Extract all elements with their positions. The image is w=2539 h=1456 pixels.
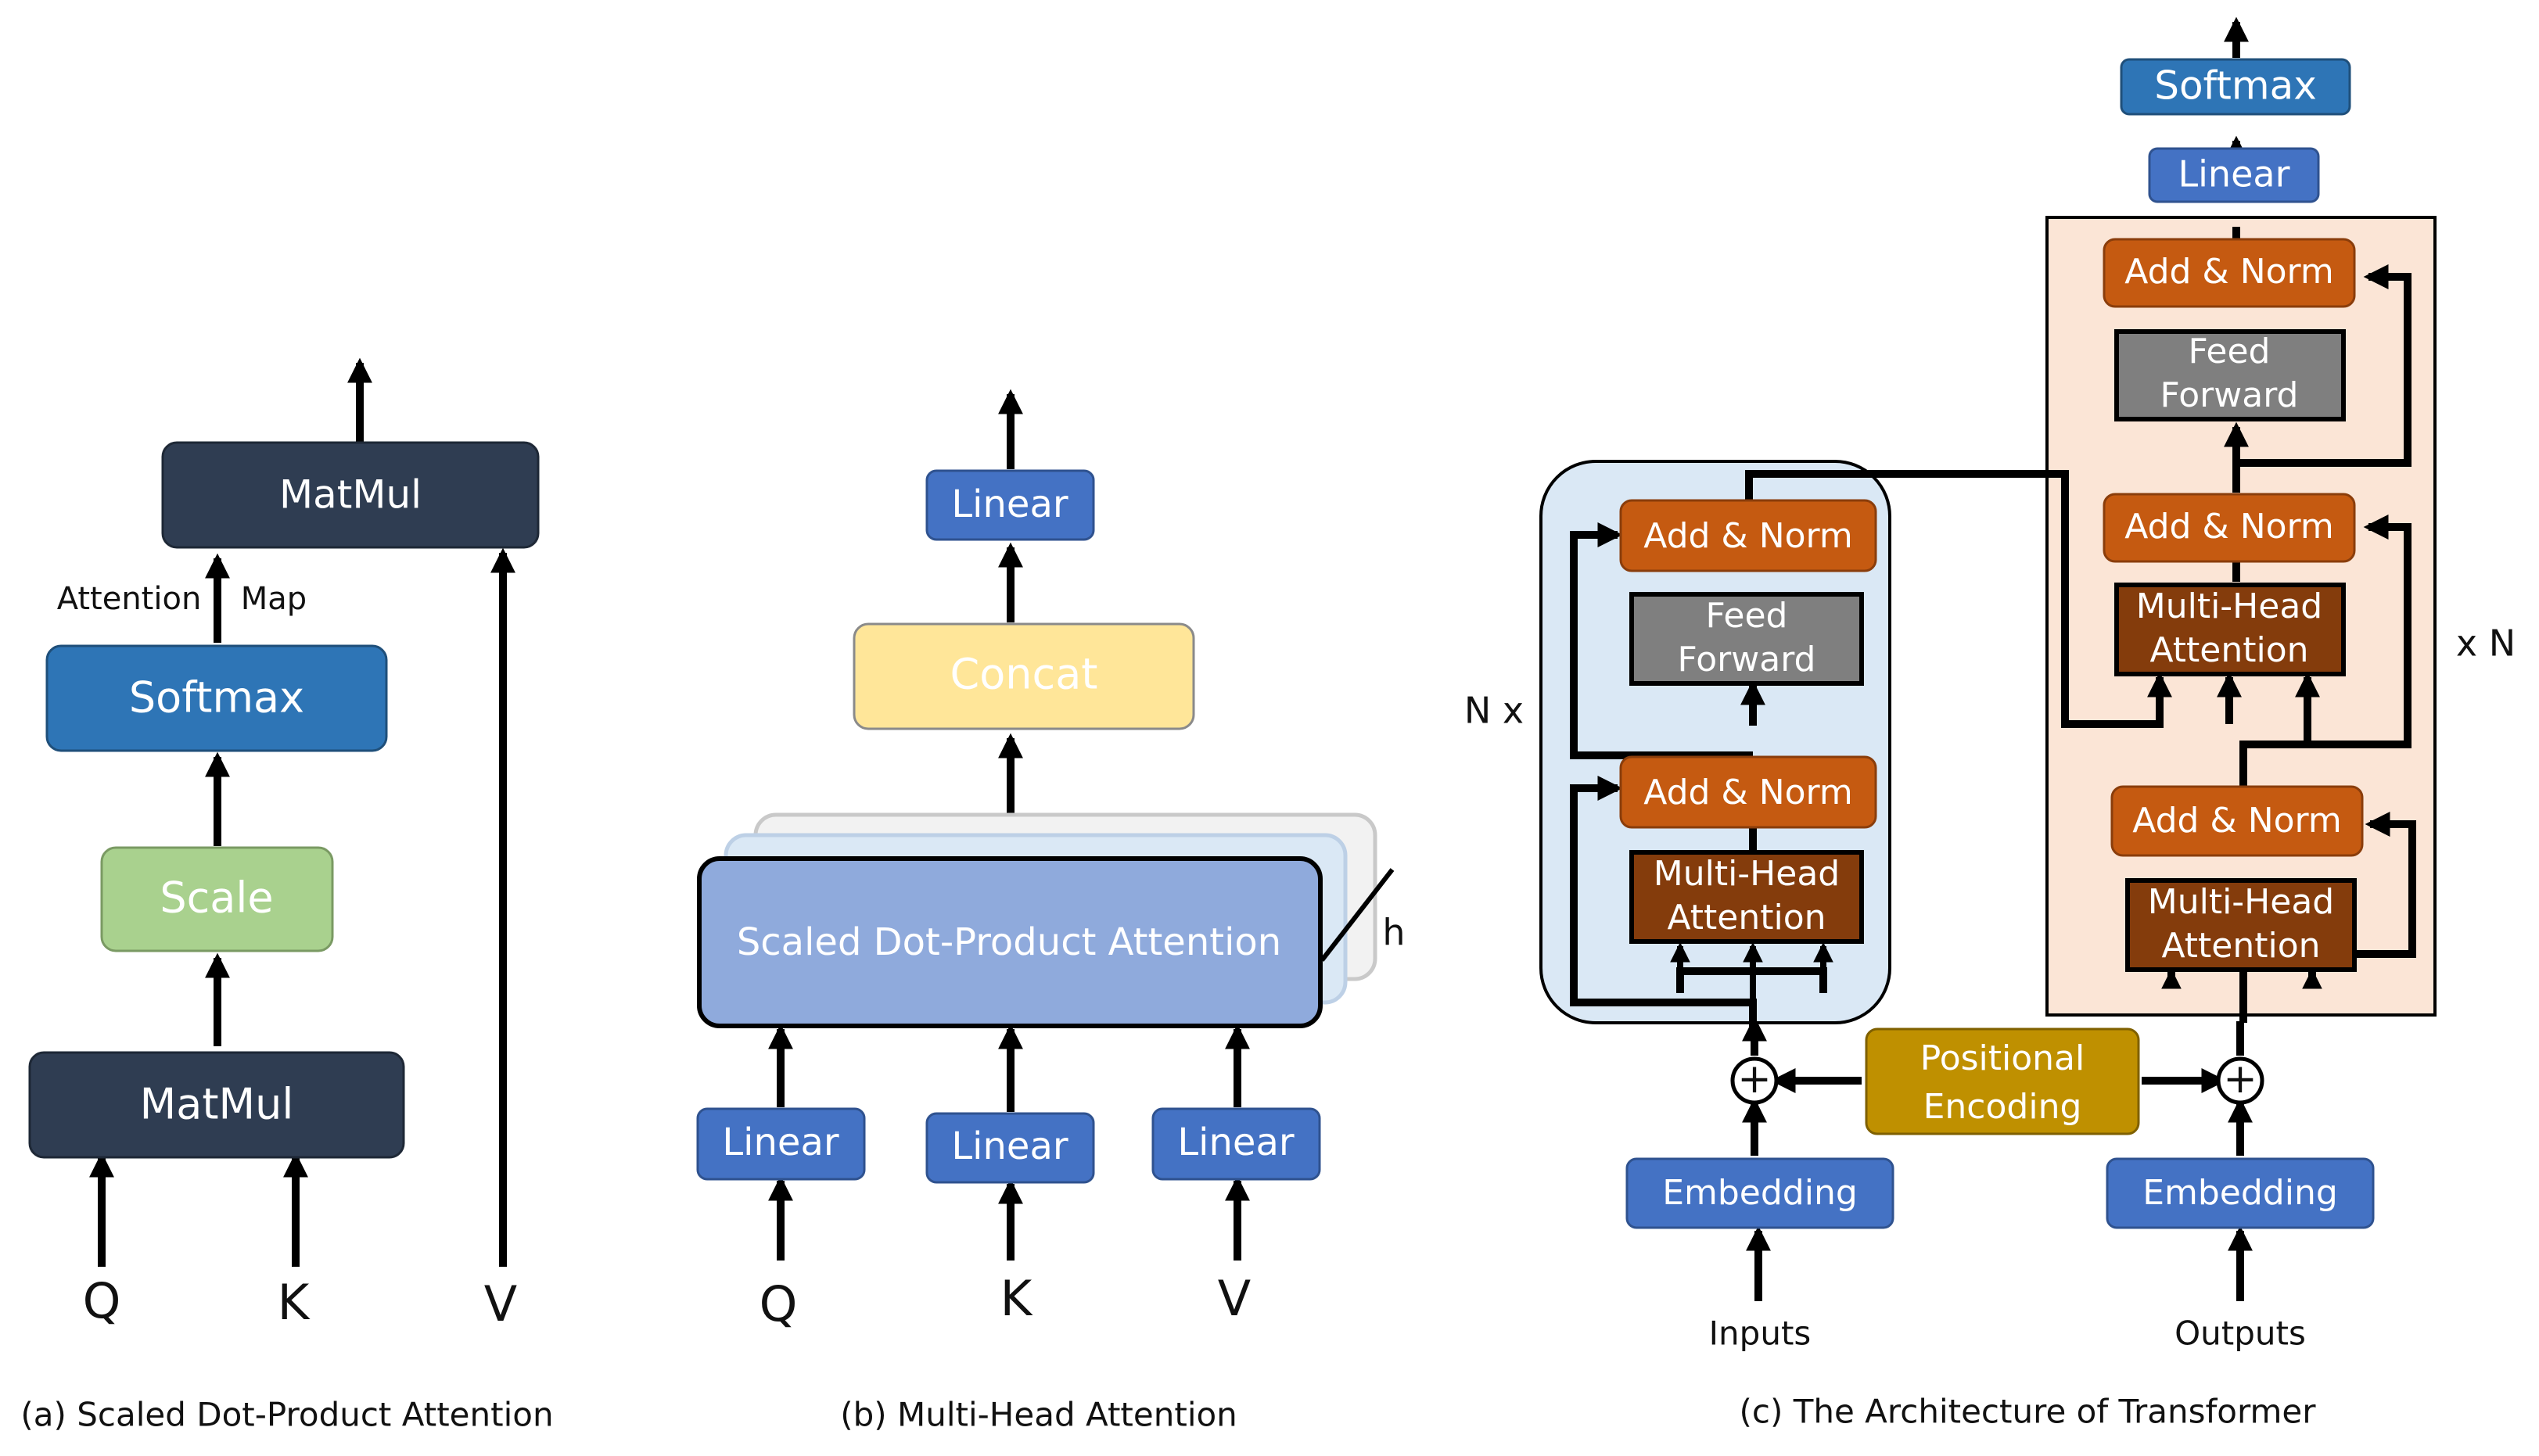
decoder-self-mha-line2: Attention — [2161, 926, 2320, 966]
concat-box — [853, 622, 1195, 730]
softmax-box — [45, 644, 388, 752]
decoder-embedding-label: Embedding — [2142, 1173, 2338, 1213]
inputs-label: Inputs — [1709, 1314, 1812, 1353]
encoder-embedding — [1625, 1157, 1894, 1229]
decoder-ff-line1: Feed — [2189, 332, 2271, 371]
panel-b-multi-head-attention: Linear Concat Scaled Dot-Product Attenti… — [696, 389, 1406, 1434]
encoder-add-norm-bottom-label: Add & Norm — [1643, 773, 1852, 812]
encoder-ff-line1: Feed — [1706, 596, 1788, 636]
panel-b-arrows — [767, 389, 1251, 1261]
linear-k-label: Linear — [951, 1124, 1068, 1168]
panel-a-q: Q — [83, 1272, 121, 1329]
panel-c-caption: (c) The Architecture of Transformer — [1739, 1393, 2316, 1431]
panel-a-v: V — [484, 1275, 517, 1332]
decoder-add-norm-bottom — [2110, 785, 2364, 857]
concat-label: Concat — [950, 650, 1098, 699]
matmul-top-label: MatMul — [279, 472, 422, 518]
decoder-add-norm-top-label: Add & Norm — [2124, 252, 2333, 292]
encoder-add-circle — [1730, 1056, 1779, 1105]
matmul-top-box — [161, 441, 540, 549]
encoder-mha-line1: Multi-Head — [1654, 854, 1840, 894]
map-label: Map — [241, 581, 307, 617]
panel-b-v: V — [1218, 1270, 1251, 1327]
softmax-label: Softmax — [129, 673, 304, 723]
decoder-embedding — [2106, 1157, 2375, 1229]
positional-encoding-box — [1865, 1027, 2140, 1135]
encoder-repeat-label: N x — [1464, 690, 1524, 732]
encoder-add-norm-bottom — [1619, 755, 1877, 829]
decoder-cross-mha-line1: Multi-Head — [2136, 586, 2322, 626]
decoder-feed-forward — [2114, 329, 2346, 421]
encoder-ff-line2: Forward — [1678, 640, 1816, 680]
decoder-add-norm-bottom-label: Add & Norm — [2132, 801, 2341, 841]
panel-a-k: K — [278, 1274, 311, 1331]
attention-label: Attention — [57, 581, 202, 617]
decoder-linear-label: Linear — [2178, 153, 2290, 195]
mha-linear-top-label: Linear — [951, 482, 1068, 526]
decoder-ff-line2: Forward — [2160, 375, 2299, 415]
panel-b-caption: (b) Multi-Head Attention — [840, 1396, 1237, 1434]
linear-v-label: Linear — [1177, 1121, 1294, 1164]
positional-encoding-line2: Encoding — [1923, 1087, 2082, 1127]
panel-a-caption: (a) Scaled Dot-Product Attention — [20, 1396, 553, 1434]
outputs-label: Outputs — [2174, 1314, 2306, 1353]
sdpa-box — [697, 856, 1323, 1028]
panel-a-scaled-dot-product-attention: MatMul Attention Map Softmax Scale MatMu… — [20, 357, 554, 1434]
decoder-plus-symbol: + — [2223, 1056, 2257, 1103]
panel-c-transformer: Add & Norm Feed Forward Add & Norm Multi… — [1464, 16, 2516, 1431]
encoder-feed-forward — [1629, 592, 1864, 686]
decoder-linear — [2148, 147, 2320, 203]
mha-linear-top-box — [925, 469, 1095, 541]
linear-k-box — [925, 1112, 1095, 1184]
decoder-softmax-label: Softmax — [2154, 63, 2317, 109]
decoder-add-circle — [2216, 1056, 2264, 1105]
decoder-add-norm-top — [2103, 238, 2356, 308]
scale-label: Scale — [160, 873, 273, 923]
encoder-mha-line2: Attention — [1667, 898, 1826, 938]
linear-q-label: Linear — [722, 1121, 839, 1164]
sdpa-label: Scaled Dot-Product Attention — [737, 920, 1281, 964]
encoder-plus-symbol: + — [1737, 1056, 1772, 1103]
encoder-multi-head-attention — [1629, 850, 1864, 944]
decoder-softmax — [2120, 58, 2351, 116]
matmul-bottom-label: MatMul — [140, 1080, 294, 1129]
decoder-repeat-label: x N — [2456, 622, 2516, 665]
linear-v-box — [1151, 1107, 1321, 1181]
positional-encoding-line1: Positional — [1920, 1038, 2085, 1078]
panel-b-q: Q — [760, 1275, 798, 1332]
panel-a-arrows — [88, 357, 516, 1267]
decoder-cross-mha-line2: Attention — [2149, 630, 2308, 670]
decoder-self-mha-line1: Multi-Head — [2148, 882, 2334, 922]
decoder-self-attention — [2125, 878, 2357, 972]
encoder-add-norm-top-label: Add & Norm — [1643, 516, 1852, 556]
h-indicator-line — [1320, 868, 1395, 962]
decoder-cross-attention — [2114, 583, 2346, 676]
scale-box — [100, 846, 334, 952]
linear-q-box — [696, 1107, 866, 1181]
decoder-add-norm-mid-label: Add & Norm — [2124, 507, 2333, 547]
encoder-add-norm-top — [1619, 499, 1877, 572]
panel-c-attn-input-arrows — [1670, 941, 2322, 1031]
h-label: h — [1382, 912, 1405, 954]
decoder-add-norm-mid — [2103, 493, 2356, 563]
matmul-bottom-box — [28, 1051, 405, 1159]
panel-b-k: K — [1000, 1270, 1033, 1327]
encoder-embedding-label: Embedding — [1662, 1173, 1858, 1213]
